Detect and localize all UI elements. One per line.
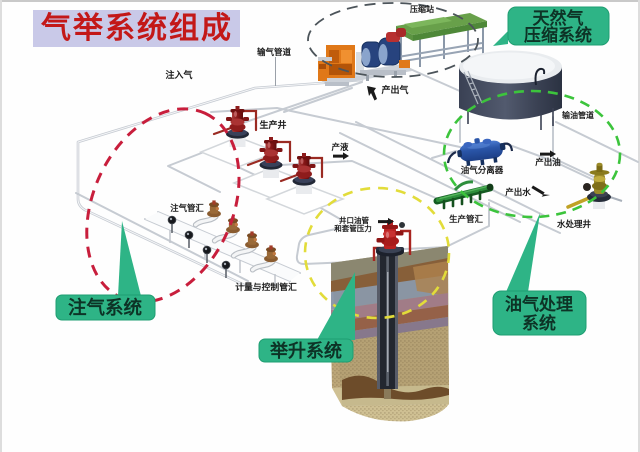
svg-text:举升系统: 举升系统	[269, 340, 342, 361]
svg-text:注入气: 注入气	[165, 69, 192, 80]
svg-text:产出水: 产出水	[505, 187, 531, 197]
svg-text:产出气: 产出气	[381, 84, 408, 95]
svg-text:生产井: 生产井	[259, 119, 286, 130]
svg-text:输油管道: 输油管道	[562, 110, 594, 120]
svg-text:天然气: 天然气	[533, 8, 584, 28]
svg-text:计量与控制管汇: 计量与控制管汇	[235, 281, 297, 292]
svg-text:压缩系统: 压缩系统	[524, 25, 592, 45]
svg-text:注气系统: 注气系统	[68, 297, 143, 318]
svg-text:井口油管: 井口油管	[339, 215, 369, 225]
svg-text:压缩站: 压缩站	[410, 4, 434, 14]
svg-text:生产管汇: 生产管汇	[449, 214, 484, 224]
svg-text:水处理井: 水处理井	[556, 219, 592, 229]
svg-text:油气分离器: 油气分离器	[461, 165, 504, 175]
svg-text:气举系统组成: 气举系统组成	[41, 11, 233, 45]
svg-text:注气管汇: 注气管汇	[170, 203, 204, 213]
svg-text:输气管道: 输气管道	[257, 47, 292, 57]
svg-text:油气处理: 油气处理	[505, 294, 573, 314]
svg-text:产液: 产液	[331, 142, 349, 152]
svg-text:和套管压力: 和套管压力	[334, 223, 372, 233]
svg-text:系统: 系统	[522, 313, 556, 333]
svg-text:产出油: 产出油	[535, 157, 561, 167]
